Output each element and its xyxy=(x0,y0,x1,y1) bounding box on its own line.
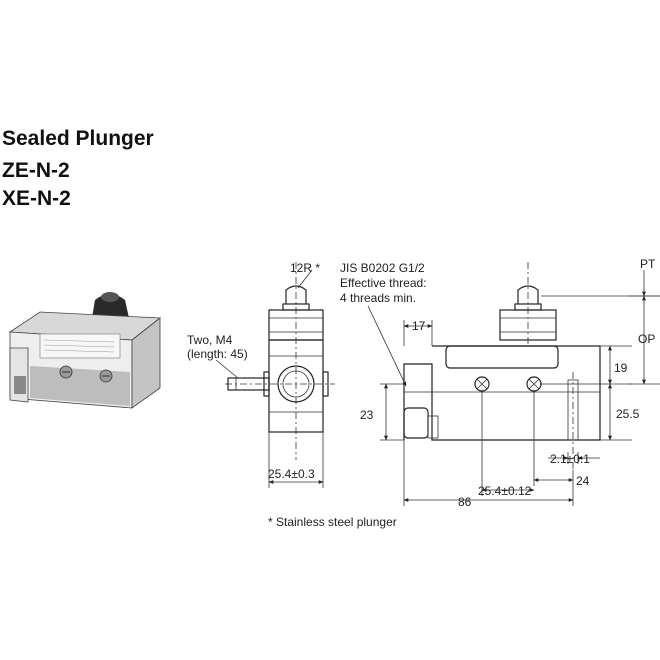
screw-label-line1: Two, M4 xyxy=(187,333,233,347)
dim-24: 24 xyxy=(576,474,590,488)
op-label: OP xyxy=(638,332,655,346)
jis-label-line2: Effective thread: xyxy=(340,276,427,290)
model-name-xe: XE-N-2 xyxy=(2,187,71,210)
dim-86: 86 xyxy=(458,495,472,509)
switch-product-illustration xyxy=(8,292,162,409)
pt-label: PT xyxy=(640,257,656,271)
side-view xyxy=(225,262,335,488)
dim-25-4-side: 25.4±0.3 xyxy=(268,467,315,481)
footnote: * Stainless steel plunger xyxy=(268,515,397,529)
dim-17: 17 xyxy=(412,319,426,333)
radius-label: 12R * xyxy=(290,261,320,275)
jis-label-line3: 4 threads min. xyxy=(340,291,416,305)
screw-leader xyxy=(215,359,239,379)
dim-25-5: 25.5 xyxy=(616,407,640,421)
dim-19: 19 xyxy=(614,361,628,375)
section-title: Sealed Plunger xyxy=(2,127,154,150)
screw-label-line2: (length: 45) xyxy=(187,347,248,361)
jis-thread-leader xyxy=(367,305,407,387)
model-name-ze: ZE-N-2 xyxy=(2,159,70,182)
jis-label-line1: JIS B0202 G1/2 xyxy=(340,261,425,275)
dim-23: 23 xyxy=(360,408,374,422)
front-view xyxy=(380,262,660,506)
dim-2-1: 2.1±0.1 xyxy=(550,452,590,466)
radius-leader xyxy=(297,269,313,289)
dim-25-4-front: 25.4±0.12 xyxy=(478,484,532,498)
